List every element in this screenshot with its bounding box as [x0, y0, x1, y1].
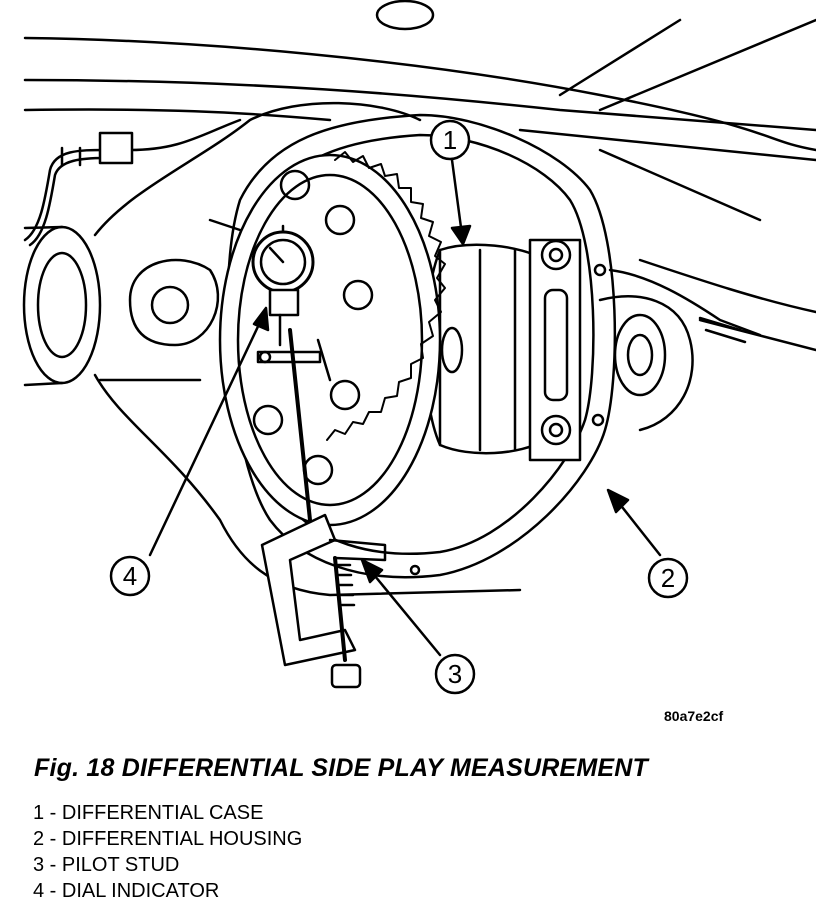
c-clamp	[260, 328, 387, 689]
legend-item: 4 - DIAL INDICATOR	[33, 880, 220, 902]
leader-line-3	[360, 558, 442, 657]
dial-indicator	[251, 224, 332, 382]
callout-4	[109, 555, 151, 597]
ring-gear	[218, 151, 446, 527]
leader-line-4	[148, 306, 270, 557]
legend: 1 - DIFFERENTIAL CASE 2 - DIFFERENTIAL H…	[33, 800, 302, 904]
legend-item: 2 - DIFFERENTIAL HOUSING	[33, 828, 303, 850]
callout-2-number: 2	[661, 563, 675, 593]
figure-caption: Fig. 18 DIFFERENTIAL SIDE PLAY MEASUREME…	[34, 754, 649, 782]
callout-3-number: 3	[448, 659, 462, 689]
leader-line-2	[606, 488, 662, 557]
differential-case	[423, 238, 582, 462]
callout-4-number: 4	[123, 561, 137, 591]
legend-item: 1 - DIFFERENTIAL CASE	[33, 802, 264, 824]
figure-code: 80a7e2cf	[664, 708, 724, 724]
axle-tube-left	[22, 225, 102, 387]
callout-1-number: 1	[443, 125, 457, 155]
differential-illustration: 1 2 3 4	[22, 0, 816, 695]
callout-2	[647, 557, 689, 599]
callout-3	[434, 653, 476, 695]
leader-line-1	[450, 158, 472, 246]
brake-line	[23, 118, 242, 247]
callout-1	[429, 119, 471, 161]
axle-tube-right	[598, 268, 762, 432]
legend-item: 3 - PILOT STUD	[33, 854, 180, 876]
